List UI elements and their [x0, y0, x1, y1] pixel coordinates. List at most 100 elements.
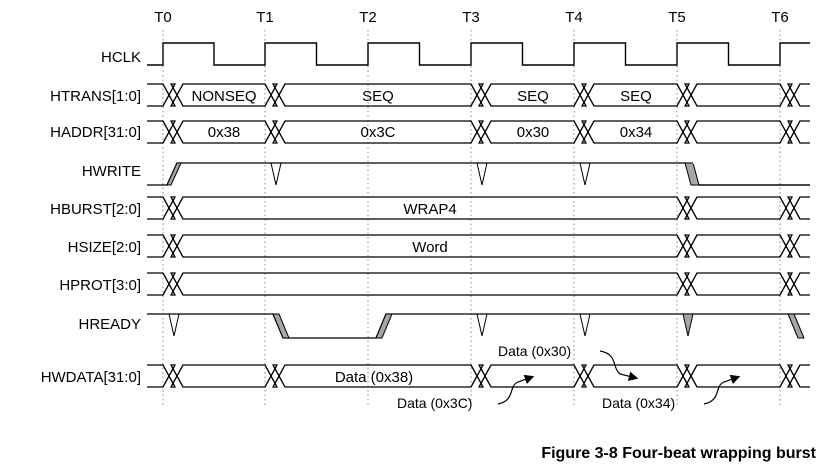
hready-wedge — [168, 313, 180, 337]
hwdata-segment — [587, 364, 684, 388]
htrans-value-seq-1: SEQ — [362, 88, 394, 105]
hwdata-annotations: Data (0x30) Data (0x3C) Data (0x34) — [397, 343, 741, 411]
haddr-crossing — [170, 120, 184, 144]
hwrite-fall-shade — [684, 162, 700, 186]
time-marker-t0: T0 — [154, 9, 172, 26]
signal-label-hready: HREADY — [78, 316, 141, 333]
hwdata-crossing — [581, 364, 595, 388]
hprot-crossing — [787, 272, 801, 296]
hsize-crossing — [170, 234, 184, 258]
haddr-value-1: 0x38 — [208, 124, 241, 141]
hprot-crossing — [170, 272, 184, 296]
hwdata-segment — [147, 364, 170, 388]
annotation-arrow-0x34 — [703, 374, 741, 405]
htrans-crossing — [787, 83, 801, 107]
time-marker-t4: T4 — [565, 9, 583, 26]
signal-label-haddr: HADDR[31:0] — [50, 124, 141, 141]
hclk-waveform — [147, 42, 810, 66]
htrans-crossing — [272, 83, 286, 107]
htrans-crossing — [170, 83, 184, 107]
annotation-arrow-0x3c — [497, 374, 535, 405]
htrans-segment — [690, 83, 787, 107]
haddr-value-3: 0x30 — [517, 124, 550, 141]
figure-caption: Figure 3-8 Four-beat wrapping burst — [541, 445, 816, 462]
hwdata-segment — [690, 364, 787, 388]
hwdata-segment — [484, 364, 581, 388]
hready-end-shade — [787, 313, 805, 339]
haddr-crossing — [787, 120, 801, 144]
hready-wedge — [476, 313, 488, 337]
hwdata-crossing — [787, 364, 801, 388]
time-markers: T0 T1 T2 T3 T4 T5 T6 — [154, 9, 789, 26]
hwrite-waveform — [147, 162, 810, 186]
htrans-crossing — [581, 83, 595, 107]
hsize-crossing — [787, 234, 801, 258]
hwdata-crossing — [478, 364, 492, 388]
htrans-value-nonseq: NONSEQ — [191, 88, 256, 105]
hwdata-value-first: Data (0x38) — [335, 369, 413, 386]
haddr-segment — [147, 120, 170, 144]
hready-wedge — [682, 313, 694, 337]
hprot-segment — [793, 272, 810, 296]
htrans-crossing — [684, 83, 698, 107]
hwrite-wedge — [579, 162, 591, 186]
hwdata-segment — [793, 364, 810, 388]
signal-label-htrans: HTRANS[1:0] — [50, 88, 141, 105]
hburst-crossing — [684, 196, 698, 220]
hsize-segment — [793, 234, 810, 258]
signal-label-hburst: HBURST[2:0] — [50, 201, 141, 218]
annotation-arrow-0x30 — [599, 350, 639, 381]
time-marker-t6: T6 — [771, 9, 789, 26]
signal-label-hwdata: HWDATA[31:0] — [41, 369, 141, 386]
waveforms — [147, 42, 810, 388]
hwdata-segment — [176, 364, 272, 388]
haddr-segment — [690, 120, 787, 144]
time-marker-t3: T3 — [462, 9, 480, 26]
hsize-value: Word — [412, 239, 448, 256]
haddr-crossing — [272, 120, 286, 144]
annotation-data-0x3c: Data (0x3C) — [397, 395, 472, 411]
haddr-value-2: 0x3C — [360, 124, 395, 141]
htrans-segment — [793, 83, 810, 107]
hwdata-crossing — [170, 364, 184, 388]
hprot-segment — [147, 272, 170, 296]
hburst-segment — [793, 196, 810, 220]
hwrite-wedge — [476, 162, 488, 186]
haddr-crossing — [684, 120, 698, 144]
haddr-value-4: 0x34 — [620, 124, 653, 141]
htrans-crossing — [478, 83, 492, 107]
hready-fall-shade — [272, 313, 290, 339]
hwdata-crossing — [684, 364, 698, 388]
hready-rise-shade — [375, 313, 393, 339]
hwdata-crossing — [272, 364, 286, 388]
htrans-value-seq-2: SEQ — [517, 88, 549, 105]
hwrite-wedge — [270, 162, 282, 186]
haddr-segment — [793, 120, 810, 144]
time-marker-t1: T1 — [256, 9, 274, 26]
annotation-data-0x30: Data (0x30) — [498, 343, 571, 359]
hburst-segment — [147, 196, 170, 220]
hsize-segment — [690, 234, 787, 258]
haddr-crossing — [478, 120, 492, 144]
hprot-crossing — [684, 272, 698, 296]
hwrite-rise-shade — [166, 162, 182, 186]
hburst-segment — [690, 196, 787, 220]
hready-wedge — [579, 313, 591, 337]
bus-values: NONSEQ SEQ SEQ SEQ 0x38 0x3C 0x30 0x34 W… — [191, 88, 652, 386]
haddr-crossing — [581, 120, 595, 144]
hburst-crossing — [170, 196, 184, 220]
signal-label-hsize: HSIZE[2:0] — [68, 239, 141, 256]
annotation-data-0x34: Data (0x34) — [602, 395, 675, 411]
hprot-segment — [690, 272, 787, 296]
signal-label-hprot: HPROT[3:0] — [59, 277, 141, 294]
hsize-crossing — [684, 234, 698, 258]
signal-labels: HCLK HTRANS[1:0] HADDR[31:0] HWRITE HBUR… — [41, 49, 141, 386]
signal-label-hclk: HCLK — [101, 49, 141, 66]
hsize-segment — [147, 234, 170, 258]
hburst-value: WRAP4 — [403, 201, 456, 218]
htrans-segment — [147, 83, 170, 107]
hready-waveform — [147, 313, 810, 339]
time-marker-t5: T5 — [668, 9, 686, 26]
hburst-crossing — [787, 196, 801, 220]
